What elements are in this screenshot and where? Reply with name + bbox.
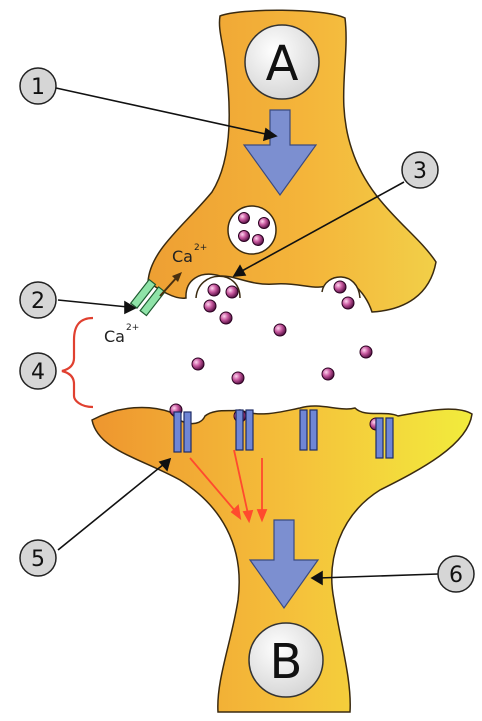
calcium-label-inside: Ca	[172, 247, 193, 266]
neurotransmitter	[360, 346, 372, 358]
marker-number: 2	[31, 289, 45, 314]
neurotransmitter	[342, 297, 354, 309]
neurotransmitter	[274, 324, 286, 336]
marker-3: 3	[402, 152, 438, 188]
neuron-a-label: A	[266, 36, 299, 92]
neurotransmitter	[226, 286, 238, 298]
marker-4: 4	[20, 353, 56, 389]
neurotransmitter	[208, 284, 220, 296]
vesicle	[239, 231, 250, 242]
vesicle	[239, 213, 250, 224]
marker-6: 6	[438, 556, 474, 592]
marker-number: 3	[413, 159, 427, 184]
marker-1: 1	[20, 68, 56, 104]
synaptic-cleft-bracket	[62, 318, 93, 407]
vesicle	[253, 235, 264, 246]
marker-2: 2	[20, 282, 56, 318]
neurotransmitter	[220, 312, 232, 324]
marker-number: 4	[31, 360, 45, 385]
neurotransmitter	[322, 368, 334, 380]
neurotransmitter	[192, 358, 204, 370]
marker-number: 5	[31, 547, 45, 572]
vesicle	[259, 218, 270, 229]
vesicle-cluster	[228, 206, 276, 254]
calcium-charge-outside: 2+	[126, 323, 139, 333]
calcium-label-outside: Ca	[104, 327, 125, 346]
calcium-charge-inside: 2+	[194, 243, 207, 253]
marker-number: 6	[449, 563, 463, 588]
neurotransmitter	[204, 300, 216, 312]
neuron-b-label: B	[270, 634, 303, 690]
marker-number: 1	[31, 75, 45, 100]
neurotransmitters	[170, 281, 382, 430]
neurotransmitter	[232, 372, 244, 384]
marker-5: 5	[20, 540, 56, 576]
neurotransmitter	[334, 281, 346, 293]
vesicle-membrane	[228, 206, 276, 254]
